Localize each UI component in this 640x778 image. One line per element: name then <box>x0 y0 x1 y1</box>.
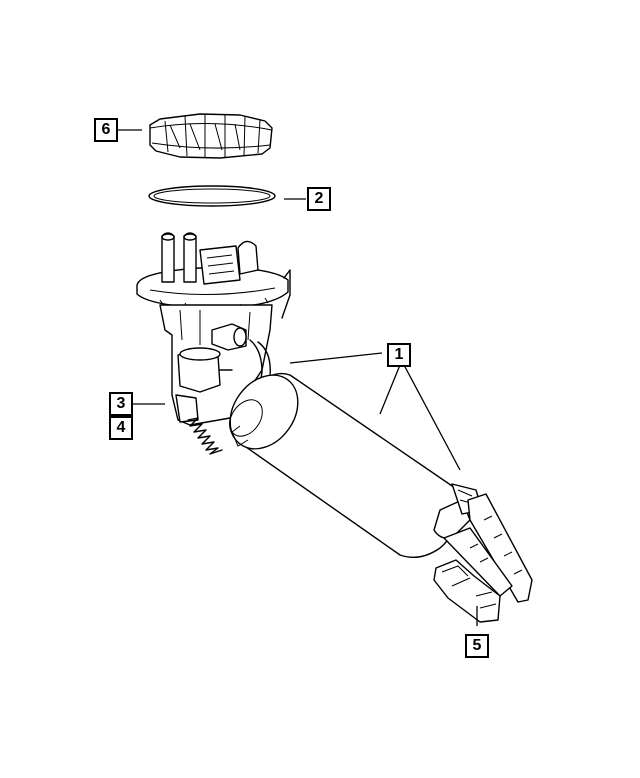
callout-3: 3 <box>109 392 133 416</box>
pump-module-flange <box>136 232 291 319</box>
callout-6: 6 <box>94 118 118 142</box>
seal-ring-part <box>148 185 276 207</box>
fuel-pump-part <box>229 372 483 558</box>
connector-part <box>433 559 501 623</box>
spring-part <box>187 417 223 455</box>
lock-ring-part <box>149 113 273 159</box>
strainer-part <box>443 493 533 603</box>
leader-lines <box>118 129 478 626</box>
callout-1: 1 <box>387 343 411 367</box>
callout-2: 2 <box>307 187 331 211</box>
callout-4: 4 <box>109 416 133 440</box>
callout-5: 5 <box>465 634 489 658</box>
